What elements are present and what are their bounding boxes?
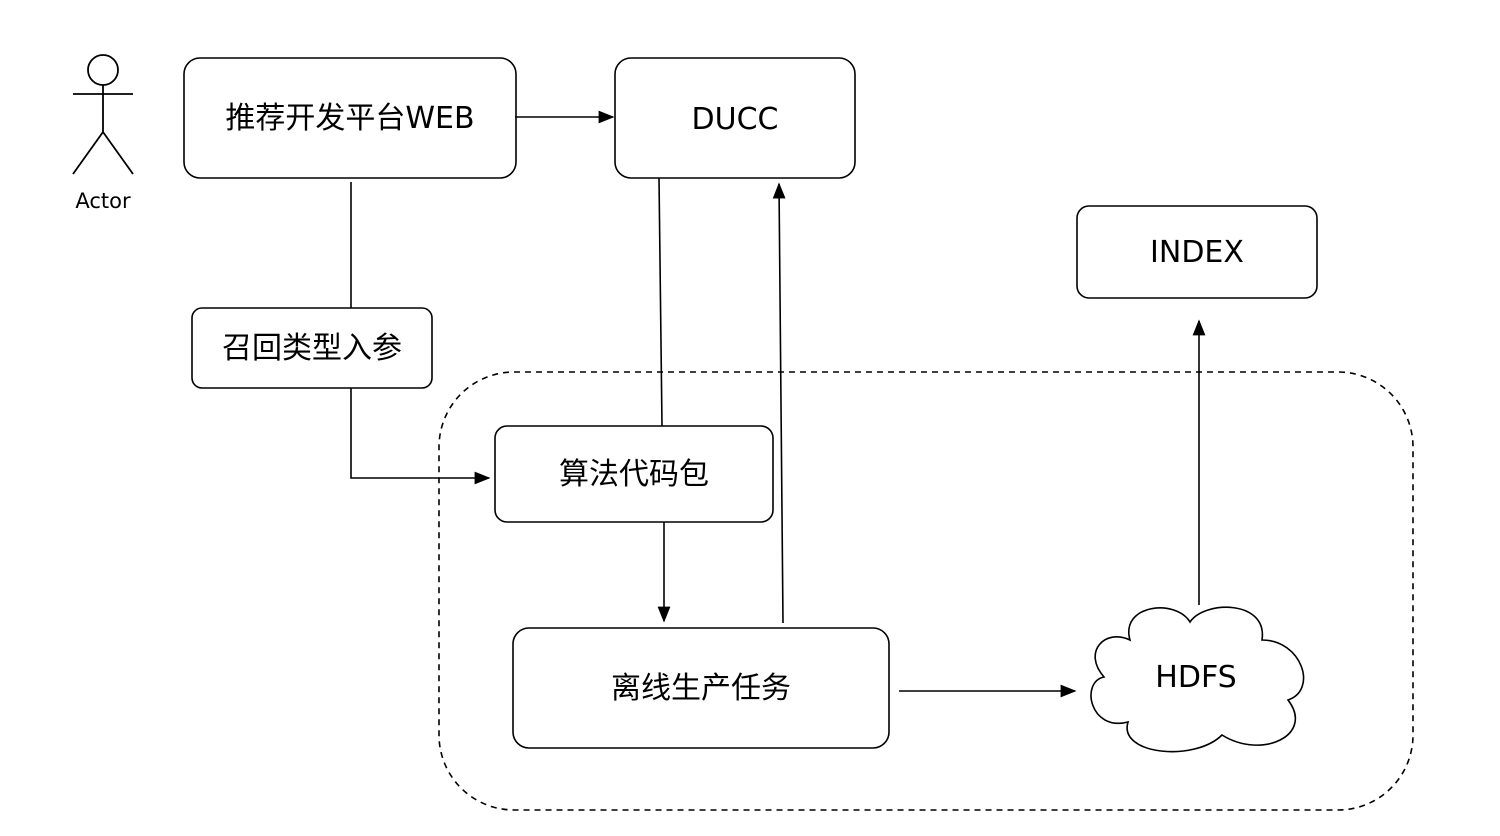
offline-group-boundary — [438, 371, 1414, 811]
edge-recall-to-algo — [350, 388, 491, 485]
actor-right-leg — [102, 131, 134, 175]
actor-left-leg — [72, 131, 104, 175]
node-algo-package-label: 算法代码包 — [559, 457, 709, 492]
node-offline-task-label: 离线生产任务 — [611, 671, 791, 706]
node-recall-params: 召回类型入参 — [191, 307, 433, 389]
node-index-label: INDEX — [1150, 235, 1244, 270]
node-recall-params-label: 召回类型入参 — [222, 331, 402, 366]
node-index: INDEX — [1076, 205, 1318, 299]
actor: Actor — [72, 54, 134, 213]
hdfs-cloud-shape — [1090, 606, 1305, 753]
node-web-label: 推荐开发平台WEB — [225, 101, 474, 136]
node-hdfs: HDFS — [1090, 606, 1305, 753]
node-ducc: DUCC — [614, 57, 856, 179]
edge-ducc-to-algo — [658, 177, 663, 427]
node-hdfs-label: HDFS — [1155, 660, 1236, 695]
actor-head — [87, 54, 119, 86]
node-web: 推荐开发平台WEB — [183, 57, 517, 179]
actor-label: Actor — [75, 189, 131, 213]
node-offline-task: 离线生产任务 — [512, 627, 890, 749]
node-algo-package: 算法代码包 — [494, 425, 774, 523]
edge-offline-to-ducc — [772, 182, 786, 624]
node-ducc-label: DUCC — [692, 102, 779, 137]
